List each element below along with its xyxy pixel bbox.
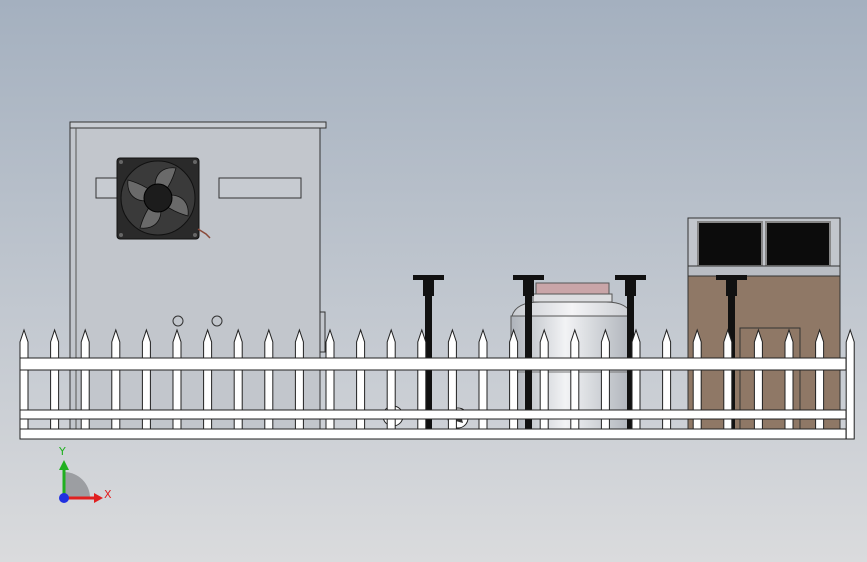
fence-picket	[325, 328, 335, 440]
fence-picket	[631, 328, 641, 440]
fence-picket	[723, 328, 733, 440]
fence-picket	[845, 328, 855, 440]
cabinet-hole-right	[211, 315, 223, 327]
fence-picket	[50, 328, 60, 440]
fence-picket	[294, 328, 304, 440]
fence-picket	[203, 328, 213, 440]
fan-screw	[119, 233, 123, 237]
fan-screw	[119, 160, 123, 164]
cabinet-roof	[69, 121, 327, 129]
unit-window-right	[765, 221, 831, 267]
fence-picket	[570, 328, 580, 440]
triad-y-arrow	[59, 460, 69, 470]
cabinet-side-latch	[319, 311, 326, 353]
unit-body	[687, 275, 841, 433]
fence-picket	[172, 328, 182, 440]
fence-picket	[478, 328, 488, 440]
triad-y-label: Y	[58, 445, 66, 458]
unit-window-left	[697, 221, 763, 267]
triad-x-arrow	[94, 493, 103, 503]
fence-picket	[539, 328, 549, 440]
fence-picket	[356, 328, 366, 440]
triad-z-origin	[59, 493, 69, 503]
unit-mid-band	[687, 265, 841, 277]
fence-picket	[417, 328, 427, 440]
electrical-cabinet[interactable]	[69, 121, 327, 433]
triad-arc	[64, 472, 90, 498]
triad-x-label: X	[104, 488, 112, 501]
fan-screw	[193, 233, 197, 237]
fence-picket	[509, 328, 519, 440]
fence-picket	[19, 328, 29, 440]
tank-top-ring	[532, 293, 613, 303]
tank-top-cap	[535, 282, 610, 295]
fence-picket	[447, 328, 457, 440]
fence-picket	[264, 328, 274, 440]
fence-picket	[233, 328, 243, 440]
fan-screw	[193, 160, 197, 164]
fence-picket	[784, 328, 794, 440]
fence-rail-bottom	[19, 428, 847, 440]
cabinet-vent-right	[218, 177, 302, 199]
fence-rail-top	[19, 357, 847, 371]
cooling-fan[interactable]	[116, 157, 211, 240]
fence-picket	[753, 328, 763, 440]
fence-rail-mid	[19, 409, 847, 420]
fence-picket	[600, 328, 610, 440]
coordinate-triad[interactable]: X Y	[58, 445, 112, 503]
fan-cable	[197, 228, 211, 239]
fence-picket	[80, 328, 90, 440]
cabinet-hole-left	[172, 315, 184, 327]
fence-picket	[141, 328, 151, 440]
fence-picket	[386, 328, 396, 440]
picket-fence[interactable]	[19, 328, 855, 440]
fence-picket	[111, 328, 121, 440]
fence-picket	[692, 328, 702, 440]
fan-hub	[143, 183, 173, 213]
hvac-unit[interactable]	[687, 217, 841, 433]
fence-picket	[815, 328, 825, 440]
fence-picket	[662, 328, 672, 440]
